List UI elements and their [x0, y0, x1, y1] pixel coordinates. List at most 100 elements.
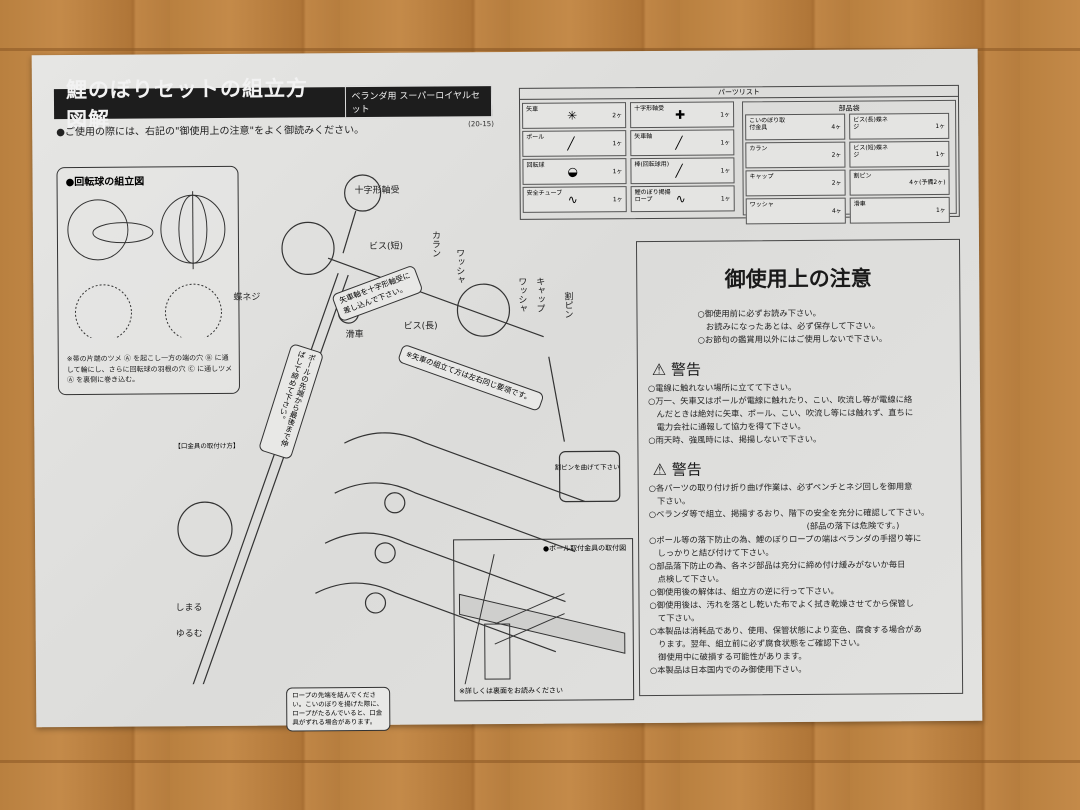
parts-item: 棒(回転球用) ╱ 1ヶ — [630, 157, 735, 185]
part-name: 矢車 — [526, 105, 539, 113]
parts-item: 矢車軸 ╱ 1ヶ — [630, 129, 735, 157]
warning-list-1: ○電線に触れない場所に立てて下さい。 ○万一、矢車又はポールが電線に触れたり、こ… — [647, 381, 914, 446]
parts-item: ビス(長)蝶ネジ 1ヶ — [849, 112, 950, 140]
parts-item: カラン 2ヶ — [745, 141, 846, 169]
part-qty: 1ヶ — [612, 140, 623, 148]
label-cross-bearing: 十字形軸受 — [354, 185, 400, 197]
pin-note: 割ピンを曲げて下さい — [554, 463, 620, 472]
assembly-diagram — [177, 174, 621, 685]
rope-icon: ∿ — [675, 191, 686, 206]
usage-note: ●ご使用の際には、右記の"御使用上の注意"をよく御読みください。 — [56, 124, 365, 139]
pinwheel-left — [281, 221, 335, 275]
subtitle-badge: ベランダ用 スーパーロイヤルセット — [344, 84, 493, 120]
split-pin-detail — [558, 450, 621, 503]
parts-list: パーツリスト 矢車✳2ヶ十字形軸受✚1ヶポール╱1ヶ矢車軸╱1ヶ回転球◒1ヶ棒(… — [518, 84, 960, 225]
parts-item: こいのぼり取付金具 4ヶ — [745, 113, 846, 141]
mount-box-footer: ※詳しくは裏面をお読みください — [459, 686, 564, 696]
doc-code: (20-15) — [468, 120, 494, 129]
part-name: 十字形軸受 — [634, 104, 665, 113]
ball-assembly-drawing — [67, 191, 226, 339]
warning-list-2: ○各パーツの取り付け折り曲げ作業は、必ずペンチとネジ回しを御用意 下さい。 ○ベ… — [648, 481, 930, 676]
part-qty: 2ヶ — [831, 151, 842, 159]
label-split-pin: 割ピン — [562, 291, 573, 319]
instruction-sheet: 鯉のぼりセットの組立方図解 ベランダ用 スーパーロイヤルセット ●ご使用の際には… — [31, 48, 983, 732]
pole-icon: ╱ — [567, 136, 575, 151]
label-cap: キャップ — [534, 276, 545, 313]
part-name: 矢車軸 — [634, 132, 653, 141]
part-name: 滑車 — [853, 200, 866, 208]
part-qty: 1ヶ — [612, 168, 623, 176]
pinwheel-icon: ✳ — [567, 108, 578, 123]
part-name: カラン — [749, 145, 768, 153]
warning-icon: ⚠ — [651, 359, 667, 379]
pole-mount-box: ●ポール取付金具の取付図 ※詳しくは裏面をお読みください — [453, 538, 635, 702]
part-name: 安全チューブ — [526, 189, 563, 197]
part-qty: 2ヶ — [612, 112, 623, 120]
part-qty: 1ヶ — [720, 111, 731, 119]
warning-title-1: 警告 — [670, 360, 702, 379]
parts-item: 割ピン 4ヶ(予備2ヶ) — [849, 168, 950, 196]
part-qty: 1ヶ — [720, 167, 731, 175]
ball-assembly-box: ●回転球の組立図 ※帯の片端のツメ Ⓐ を起こし一方の端の穴 Ⓑ に通して輪にし… — [56, 165, 241, 396]
label-collar: カラン — [429, 230, 441, 258]
parts-item: 十字形軸受 ✚ 1ヶ — [630, 101, 735, 129]
part-qty: 4ヶ(予備2ヶ) — [909, 178, 946, 187]
cross-bearing-icon: ✚ — [675, 107, 686, 122]
title-bar: 鯉のぼりセットの組立方図解 ベランダ用 スーパーロイヤルセット — [53, 76, 493, 132]
part-name: 割ピン — [853, 172, 872, 180]
floor-seam — [0, 760, 1080, 763]
ball-icon: ◒ — [567, 164, 579, 179]
label-screw-short: ビス(短) — [368, 241, 404, 252]
rotating-ball — [344, 174, 382, 212]
mouth-ring-title: 【口金具の取付け方】 — [174, 441, 240, 451]
part-name: ワッシャ — [749, 201, 774, 209]
part-name: こいのぼり取付金具 — [749, 117, 786, 132]
label-screw-long: ビス(長) — [403, 321, 438, 332]
caution-panel: 御使用上の注意 ○御使用前に必ずお読み下さい。 お読みになったあとは、必ず保存し… — [635, 238, 964, 697]
parts-item: 安全チューブ∿1ヶ — [522, 186, 627, 213]
parts-item: ワッシャ 4ヶ — [745, 197, 846, 225]
warning-title-2: 警告 — [671, 460, 702, 479]
warning-icon: ⚠ — [652, 459, 667, 479]
label-washer: ワッシャ — [454, 248, 465, 285]
part-name: ビス(長)蝶ネジ — [853, 116, 888, 131]
mouth-ring-detail — [177, 501, 233, 557]
shaft-icon: ╱ — [675, 135, 683, 150]
part-qty: 2ヶ — [831, 179, 842, 187]
label-wing-nut: 蝶ネジ — [233, 292, 261, 303]
parts-item: 鯉のぼり掲揚ロープ ∿ 1ヶ — [630, 185, 735, 213]
caution-title: 御使用上の注意 — [724, 265, 872, 292]
part-qty: 1ヶ — [935, 150, 946, 159]
label-pulley: 滑車 — [345, 329, 364, 341]
part-qty: 4ヶ — [831, 207, 842, 215]
part-name: ポール — [526, 133, 545, 141]
floor-seam — [0, 48, 1080, 51]
part-qty: 1ヶ — [720, 139, 731, 147]
tube-icon: ∿ — [567, 192, 578, 207]
parts-list-title: パーツリスト — [519, 85, 958, 100]
label-washer-2: ワッシャ — [516, 276, 527, 313]
mount-box-title: ●ポール取付金具の取付図 — [542, 544, 627, 553]
parts-item: ポール ╱ 1ヶ — [522, 130, 627, 157]
warning-heading-2: ⚠ 警告 — [652, 457, 950, 480]
parts-item: 矢車 ✳ 2ヶ — [522, 102, 627, 129]
pole-mount-drawing — [458, 553, 626, 685]
part-name: 鯉のぼり掲揚ロープ — [634, 188, 671, 204]
part-name: 回転球 — [526, 161, 545, 169]
tighten-label: しまる — [175, 603, 203, 614]
rope-note: ロープの先端を結んでください。こいのぼりを揚げた際に、ロープがたるんでいると、口… — [286, 686, 391, 732]
pinwheel-right — [456, 283, 511, 337]
part-qty: 1ヶ — [720, 195, 731, 203]
rod-icon: ╱ — [675, 163, 683, 178]
part-qty: 1ヶ — [935, 122, 946, 131]
part-name: 棒(回転球用) — [634, 160, 670, 169]
caution-intro: ○御使用前に必ずお読み下さい。 お読みになったあとは、必ず保存して下さい。 ○お… — [697, 307, 888, 345]
warning-heading-1: ⚠ 警告 — [652, 357, 950, 380]
part-name: キャップ — [749, 173, 774, 181]
loosen-label: ゆるむ — [175, 629, 203, 640]
part-qty: 4ヶ — [831, 123, 842, 131]
parts-item: 回転球 ◒ 1ヶ — [522, 158, 627, 185]
